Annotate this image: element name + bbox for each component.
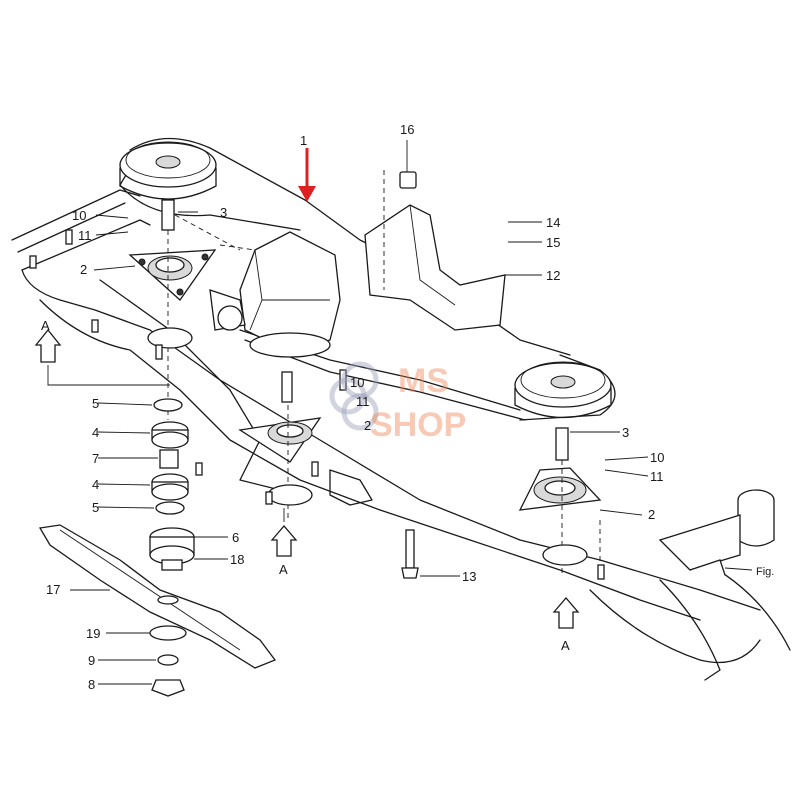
label-part-5-upper: 5	[92, 396, 99, 411]
label-part-19: 19	[86, 626, 100, 641]
view-arrows	[34, 328, 580, 629]
label-part-9: 9	[88, 653, 95, 668]
part-labels: 1 2 2 2 3 3 4 4 5 5 6 7 8 9 10 10 10 11 …	[41, 122, 774, 692]
middle-spindle-housing	[238, 371, 322, 520]
label-part-5-lower: 5	[92, 500, 99, 515]
deck-frame	[11, 189, 791, 681]
mounting-bracket	[364, 170, 506, 331]
view-a-arrow-left	[34, 328, 62, 363]
label-part-10-right: 10	[650, 450, 664, 465]
label-part-16: 16	[400, 122, 414, 137]
left-pulley	[119, 141, 217, 200]
spindle-exploded-stack	[149, 398, 195, 571]
label-part-4-upper: 4	[92, 425, 99, 440]
mower-blade	[38, 524, 277, 669]
label-part-18: 18	[230, 552, 244, 567]
label-fig: Fig.	[756, 566, 774, 578]
label-view-a-left: A	[41, 318, 50, 333]
right-pulley	[514, 361, 612, 419]
label-part-2-right: 2	[648, 507, 655, 522]
label-part-14: 14	[546, 215, 560, 230]
left-spindle-housing	[128, 199, 217, 420]
label-part-11-right: 11	[650, 469, 664, 484]
watermark-ms: MS	[398, 362, 449, 400]
highlight-arrow	[298, 148, 316, 202]
watermark-shop: SHOP	[370, 406, 466, 444]
label-part-10-middle: 10	[350, 375, 364, 390]
leader-lines	[70, 140, 753, 685]
label-part-3-left: 3	[220, 205, 227, 220]
blade-hardware	[149, 625, 187, 697]
watermark: MS SHOP	[329, 361, 466, 444]
label-part-7: 7	[92, 451, 99, 466]
label-view-a-middle: A	[279, 562, 288, 577]
label-part-12: 12	[546, 268, 560, 283]
right-spindle-housing	[518, 427, 602, 575]
view-a-arrow-right	[552, 597, 580, 629]
view-a-arrow-middle	[270, 525, 298, 557]
label-part-13: 13	[462, 569, 476, 584]
gearbox	[174, 214, 341, 358]
label-part-2-middle: 2	[364, 418, 371, 433]
label-part-6: 6	[232, 530, 239, 545]
label-part-2-left: 2	[80, 262, 87, 277]
label-view-a-right: A	[561, 638, 570, 653]
label-part-11-middle: 11	[356, 394, 370, 409]
label-part-10-left: 10	[72, 208, 86, 223]
label-part-17: 17	[46, 582, 60, 597]
label-part-3-right: 3	[622, 425, 629, 440]
label-part-1: 1	[300, 133, 307, 148]
bolts	[29, 229, 605, 580]
label-part-11-left: 11	[78, 228, 92, 243]
label-part-4-lower: 4	[92, 477, 99, 492]
label-part-15: 15	[546, 235, 560, 250]
label-part-8: 8	[88, 677, 95, 692]
deck-end-fitting	[658, 489, 775, 576]
